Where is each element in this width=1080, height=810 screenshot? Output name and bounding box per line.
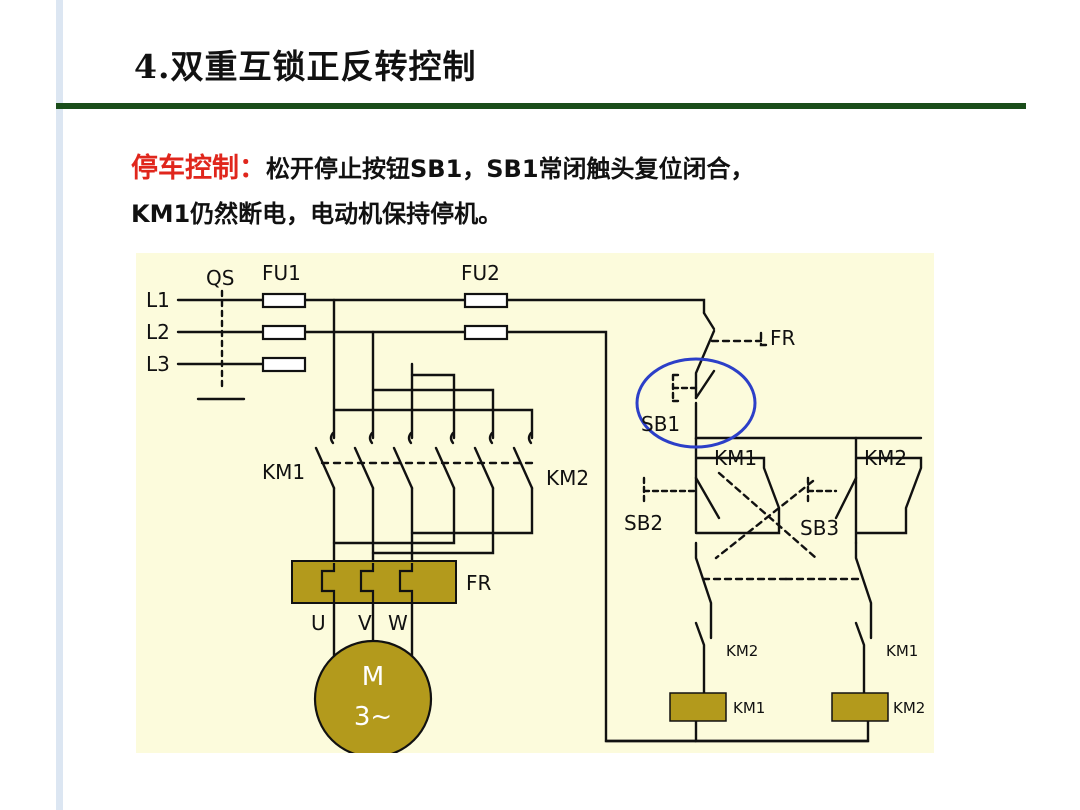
fr-heater-1	[320, 563, 336, 603]
label-coil-km1: KM1	[733, 699, 765, 717]
sb2-button	[642, 476, 700, 505]
fuse-fu1-l1	[261, 292, 307, 309]
fuse-fu2-l1	[463, 292, 509, 309]
wire-km2-b	[371, 388, 495, 440]
label-km1-main: KM1	[262, 460, 305, 484]
sb1-contact	[694, 369, 716, 400]
contact-arc-6	[527, 431, 533, 445]
branch-right	[854, 541, 873, 695]
wire-cross-1	[332, 486, 456, 545]
ctrl-split	[694, 401, 923, 440]
circuit-diagram-svg: L1 L2 L3 QS FU1 FU2 KM1 KM2 FR U V W M 3…	[146, 261, 925, 753]
contact-arc-4	[449, 431, 455, 445]
label-l3: L3	[146, 352, 170, 376]
label-km2-aux: KM2	[864, 446, 907, 470]
wire-km2-c	[410, 373, 456, 440]
fuse-fu1-l2	[261, 324, 307, 341]
title-divider	[56, 103, 1026, 109]
label-w: W	[388, 611, 408, 635]
fr-heater-3	[398, 563, 414, 603]
contact-arc-1	[329, 431, 335, 445]
wire-km2-a	[332, 408, 534, 440]
fuse-fu2-l2	[463, 324, 509, 341]
fr-heater-2	[359, 563, 375, 603]
circuit-diagram: L1 L2 L3 QS FU1 FU2 KM1 KM2 FR U V W M 3…	[136, 253, 934, 753]
label-coil-km2: KM2	[893, 699, 925, 717]
interlock-cross	[714, 471, 818, 560]
description-text-1: 松开停止按钮SB1，SB1常闭触头复位闭合，	[266, 155, 755, 183]
label-l1: L1	[146, 288, 170, 312]
wire-cross-3	[410, 486, 534, 535]
label-v: V	[358, 611, 372, 635]
ctrl-wire-top	[702, 311, 716, 331]
contact-arc-2	[368, 431, 374, 445]
branch-left	[694, 541, 713, 695]
label-km1-aux: KM1	[714, 446, 757, 470]
motor	[313, 639, 433, 753]
label-fr-ctrl: FR	[770, 326, 796, 350]
km2-aux-branch	[854, 436, 923, 545]
sb2-contact	[694, 476, 721, 520]
highlight-circle-sb1	[635, 357, 757, 449]
coil-km2	[831, 692, 889, 722]
sb3-contact	[834, 476, 858, 520]
wire-l2	[176, 330, 870, 743]
label-km2-interlock: KM2	[726, 642, 758, 660]
label-km2-main: KM2	[546, 466, 589, 490]
contact-arc-5	[488, 431, 494, 445]
label-l2: L2	[146, 320, 170, 344]
fr-linkage	[710, 331, 768, 347]
km2-main-contacts	[434, 446, 534, 490]
contact-arc-3	[407, 431, 413, 445]
label-sb2: SB2	[624, 511, 663, 535]
description-line-1: 停车控制：松开停止按钮SB1，SB1常闭触头复位闭合，	[131, 146, 755, 185]
wire-l1	[176, 298, 706, 315]
label-fr-main: FR	[466, 571, 492, 595]
sb3-button	[806, 476, 838, 505]
label-u: U	[311, 611, 326, 635]
fr-contact	[694, 329, 716, 400]
fuse-fu1-l3	[261, 356, 307, 373]
label-qs: QS	[206, 266, 234, 290]
km1-main-contacts	[314, 446, 414, 490]
coil-km1	[669, 692, 727, 722]
label-km1-interlock: KM1	[886, 642, 918, 660]
sb1-button	[671, 373, 700, 403]
label-sb1: SB1	[641, 412, 680, 436]
label-sb3: SB3	[800, 516, 839, 540]
label-motor-phase: 3~	[354, 702, 392, 732]
description-label: 停车控制：	[131, 153, 266, 184]
label-fu1: FU1	[262, 261, 301, 285]
left-accent-bar	[56, 0, 63, 810]
wire-cross-2	[371, 486, 495, 555]
coil-return	[694, 719, 870, 743]
slide-title: 4.双重互锁正反转控制	[134, 47, 477, 86]
label-fu2: FU2	[461, 261, 500, 285]
description-line-2: KM1仍然断电，电动机保持停机。	[131, 200, 503, 228]
km1-aux-branch	[694, 436, 781, 535]
label-motor-m: M	[362, 662, 384, 692]
